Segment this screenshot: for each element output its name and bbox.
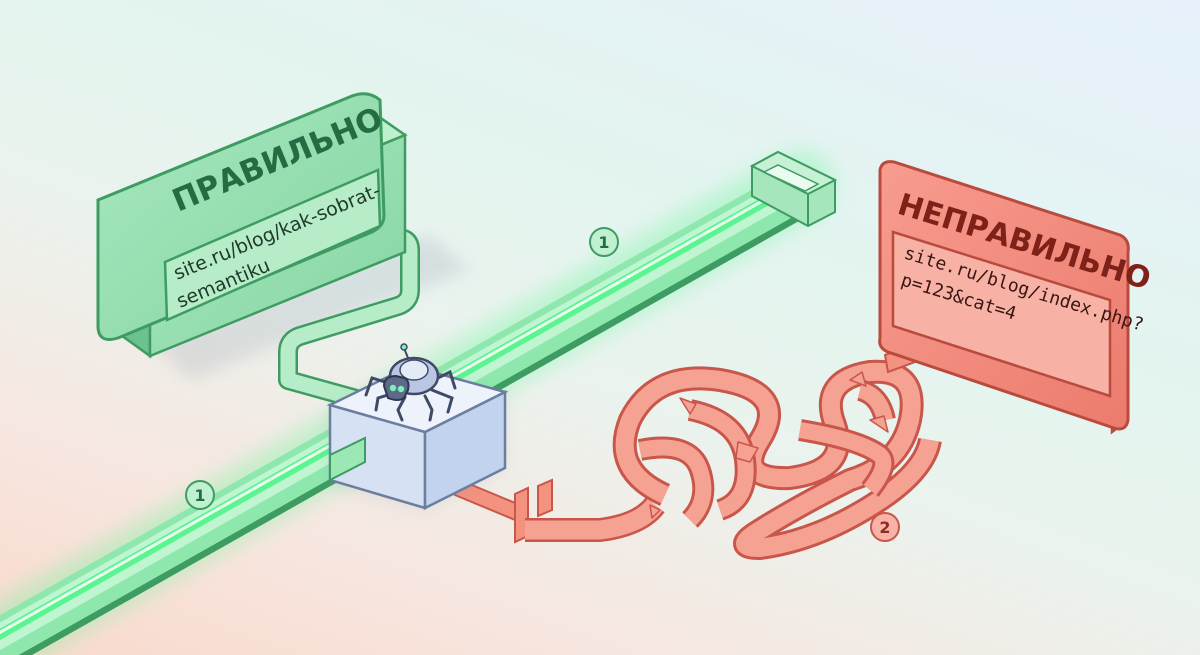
marker-1-bottom-label: 1 [194,486,205,505]
correct-sign: ПРАВИЛЬНО site.ru/blog/kak-sobrat- seman… [96,92,408,359]
crawler-box [326,364,509,511]
incorrect-sign: НЕПРАВИЛЬНО site.ru/blog/index.php? p=12… [878,160,1155,435]
marker-2: 2 [870,512,900,542]
red-tangle [612,359,942,560]
marker-1-bottom: 1 [185,480,215,510]
marker-1-top-label: 1 [598,233,609,252]
sign-shadow [150,235,470,380]
marker-1-top: 1 [589,227,619,257]
marker-2-label: 2 [879,518,890,537]
broken-red-path [454,476,665,544]
spider-robot-icon [364,343,457,422]
tube-end-cap [749,150,838,228]
green-connector-pipe [278,228,420,410]
